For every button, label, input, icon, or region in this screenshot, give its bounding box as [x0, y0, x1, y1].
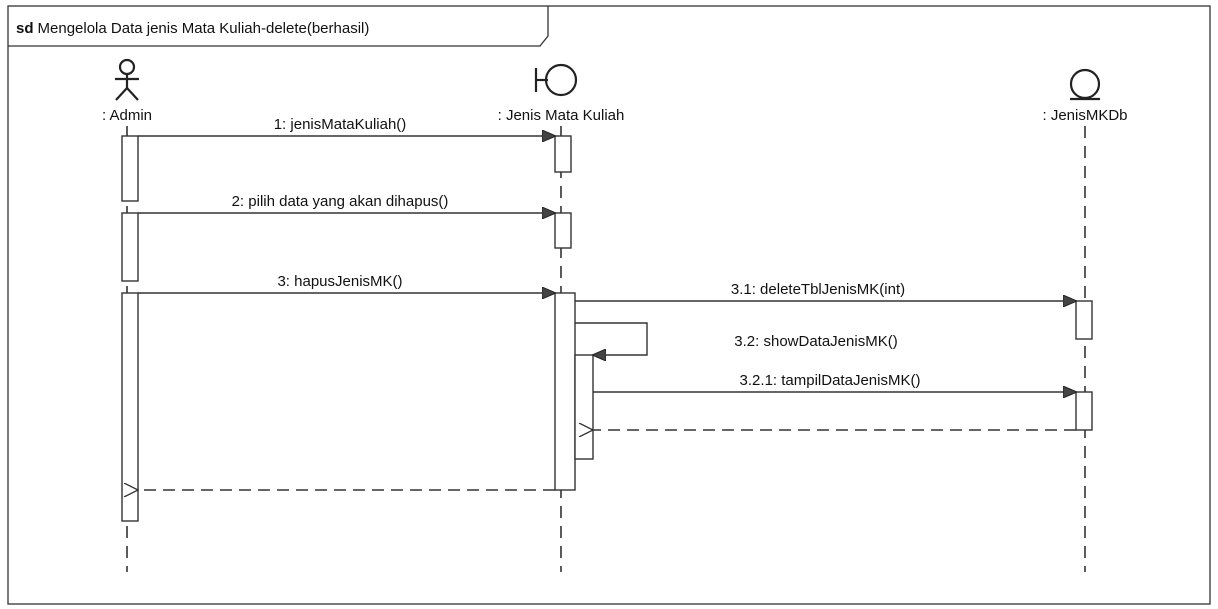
activation-bar — [554, 212, 572, 249]
entity-icon — [1069, 68, 1101, 101]
activation-bar — [554, 135, 572, 173]
activation-bar — [1075, 391, 1093, 431]
boundary-icon — [534, 63, 578, 97]
message-label: 1: jenisMataKuliah() — [274, 116, 407, 133]
message-label: 3.1: deleteTblJenisMK(int) — [731, 281, 905, 298]
frame-tab — [8, 6, 549, 47]
frame-border — [7, 5, 1211, 605]
lifeline-label-admin: : Admin — [102, 107, 152, 124]
activation-bar — [1075, 300, 1093, 340]
activation-bar-nested — [574, 354, 594, 460]
self-message-arrow — [575, 322, 648, 355]
activation-bar — [554, 292, 576, 491]
activation-bar — [121, 292, 139, 522]
message-label: 3: hapusJenisMK() — [277, 273, 402, 290]
actor-icon — [115, 58, 139, 101]
lifeline-label-db: : JenisMKDb — [1042, 107, 1127, 124]
lifeline-label-ui: : Jenis Mata Kuliah — [498, 107, 625, 124]
activation-bar — [121, 212, 139, 282]
activation-bar — [121, 135, 139, 202]
message-label: 3.2: showDataJenisMK() — [734, 333, 897, 350]
message-label: 2: pilih data yang akan dihapus() — [232, 193, 449, 210]
message-label: 3.2.1: tampilDataJenisMK() — [740, 372, 921, 389]
